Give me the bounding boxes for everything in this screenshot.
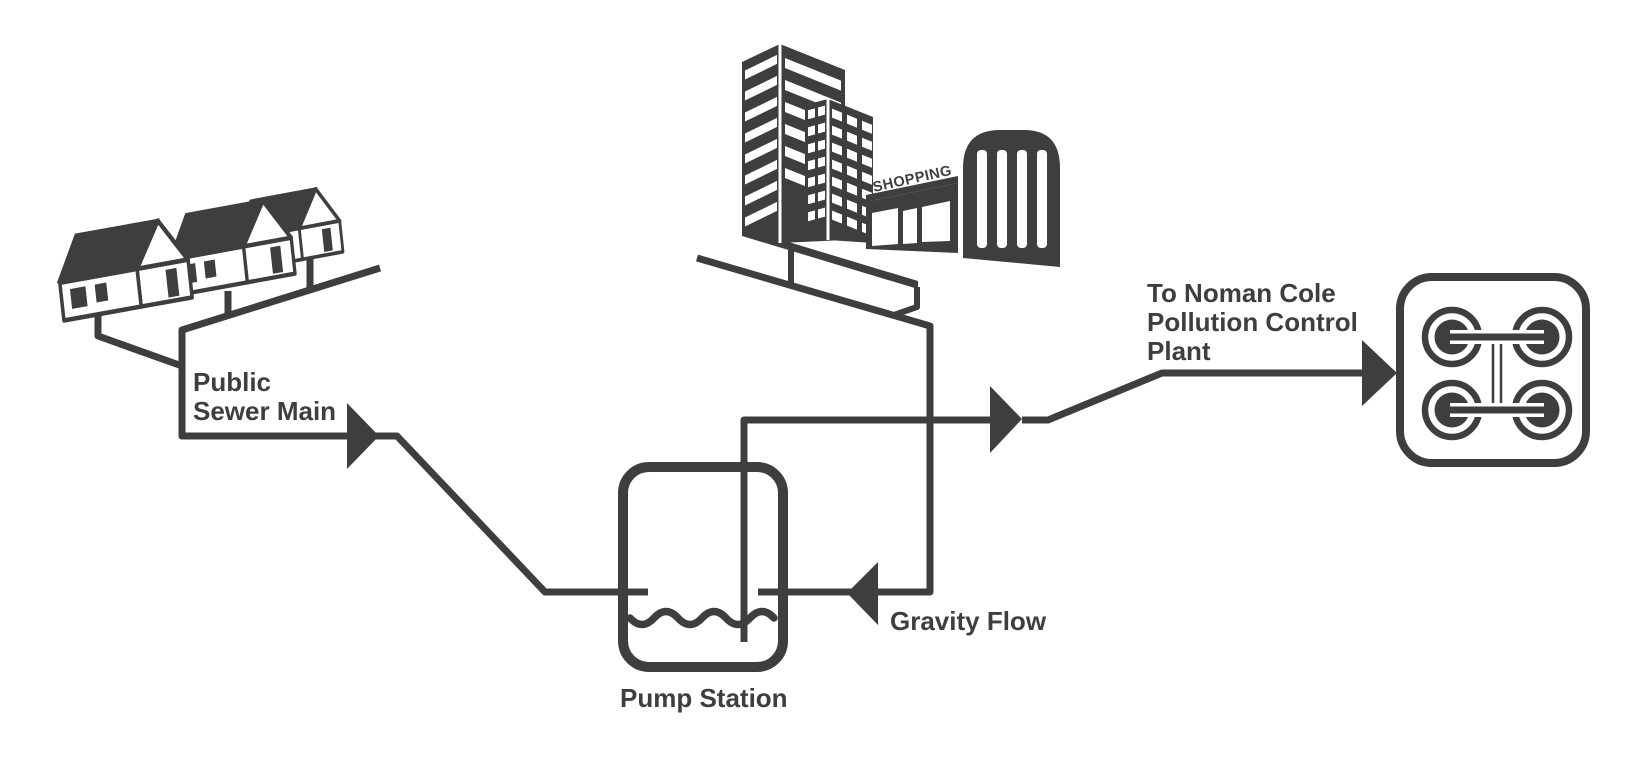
flow-arrow-icon xyxy=(990,386,1022,453)
shopping-mall-icon: SHOPPING xyxy=(866,163,958,253)
flow-arrow-icon xyxy=(1362,340,1397,406)
water-level-wave xyxy=(626,607,778,629)
gravity-flow-label: Gravity Flow xyxy=(890,606,1047,636)
gravity-flow-pipe xyxy=(696,254,934,596)
three-houses-icon xyxy=(52,184,343,321)
plant-destination-label-line2: Pollution Control xyxy=(1147,307,1358,337)
plant-destination-label-line3: Plant xyxy=(1147,336,1211,366)
pump-station-tank-icon xyxy=(618,462,788,672)
public-sewer-main-pipe xyxy=(178,264,648,596)
apartment-tower-icon xyxy=(805,99,873,243)
public-sewer-main-label-line2: Sewer Main xyxy=(193,396,336,426)
plant-destination-label-line1: To Noman Cole xyxy=(1147,278,1336,308)
pipe-network xyxy=(94,250,1397,642)
public-sewer-main-label-line1: Public xyxy=(193,367,271,397)
flow-arrow-icon xyxy=(347,403,379,469)
round-building-icon xyxy=(963,130,1060,267)
commercial-buildings-icon: SHOPPING xyxy=(742,44,1060,289)
flow-arrow-icon xyxy=(847,562,878,625)
treatment-plant-icon xyxy=(1396,273,1590,467)
diagram-labels: Public Sewer Main Pump Station Gravity F… xyxy=(193,278,1358,713)
pump-station-label: Pump Station xyxy=(620,683,788,713)
force-main-pipe xyxy=(740,416,990,642)
